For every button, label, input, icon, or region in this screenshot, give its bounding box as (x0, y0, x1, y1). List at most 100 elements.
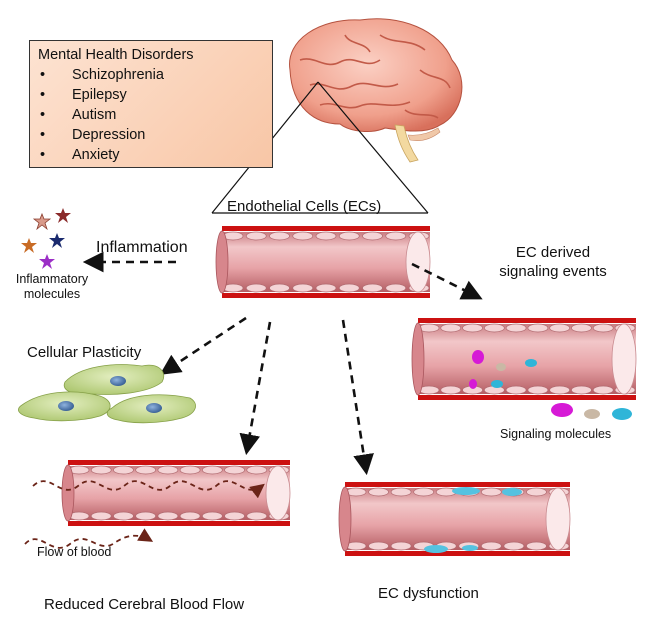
reduced-cerebral-blood-flow-label: Reduced Cerebral Blood Flow (44, 596, 245, 613)
endothelial-cell (224, 465, 245, 475)
vessel-lumen (418, 324, 636, 394)
vessel-inclusion (472, 350, 484, 364)
signaling-molecules-label: Signaling molecules (500, 427, 612, 441)
ec-derived-signaling-label: EC derived signaling events (499, 244, 607, 280)
endothelial-cell (338, 283, 360, 293)
endothelial-cell (224, 511, 245, 521)
endothelial-cell (362, 283, 383, 293)
endothelial-cell (179, 511, 201, 521)
endothelial-cell (549, 385, 571, 395)
vessel-wall-top (222, 226, 430, 231)
vessel-wall-top (345, 482, 570, 487)
vessel-signaling (411, 318, 637, 400)
endothelial-cell (157, 511, 179, 521)
arrow-to-blood-flow (239, 321, 272, 456)
arrow-to-plasticity (159, 316, 247, 375)
vessel-end-left (61, 464, 75, 522)
endothelial-cell (246, 465, 268, 475)
endothelial-cell (135, 465, 157, 475)
endothelial-cell (505, 323, 527, 333)
endothelial-cell (315, 231, 337, 241)
endothelial-cell (385, 231, 407, 241)
endothelial-cell (338, 231, 360, 241)
endothelial-cell (483, 323, 505, 333)
vessel-inclusion (424, 545, 448, 553)
vessel-inclusion (452, 487, 480, 495)
endothelial-cell (90, 511, 112, 521)
endothelial-cell (292, 283, 314, 293)
endothelial-cell (592, 323, 614, 333)
endothelial-cell (385, 283, 407, 293)
vessel-opening (405, 231, 431, 293)
vessel-wall-bottom (345, 551, 570, 556)
endothelial-cell (571, 385, 592, 395)
endothelial-cell (245, 231, 267, 241)
signaling-molecules-icon (551, 403, 632, 420)
list-item: •Depression (40, 127, 146, 143)
endothelial-cell (440, 323, 462, 333)
endothelial-cell (440, 385, 462, 395)
vessel-inclusion (462, 545, 478, 551)
vessel-lumen (345, 488, 570, 550)
arrow-to-dysfunction (341, 319, 374, 476)
vessel-end-left (215, 230, 229, 294)
endothelial-cell (269, 231, 290, 241)
endothelial-cell (503, 541, 525, 551)
vessel-inclusion (525, 359, 537, 367)
brain-illustration (289, 18, 463, 163)
endothelial-cell (527, 323, 549, 333)
endothelial-cell (113, 465, 134, 475)
list-item: •Autism (40, 107, 117, 123)
vessel-wall-bottom (418, 395, 636, 400)
endothelial-cell (135, 511, 157, 521)
list-item: •Epilepsy (40, 87, 127, 103)
endothelial-cell (505, 385, 527, 395)
vessel-inclusion (502, 488, 522, 496)
endothelial-cell (368, 487, 389, 497)
vessel-inclusion (496, 363, 506, 371)
endothelial-cell (201, 465, 223, 475)
endothelial-cell (201, 511, 223, 521)
endothelial-cell (390, 487, 412, 497)
plastic-cells-illustration (18, 364, 196, 424)
vessel-end-left (338, 486, 352, 552)
list-item: •Anxiety (40, 147, 120, 163)
ec-dysfunction-label: EC dysfunction (378, 585, 479, 602)
endothelial-cell (527, 385, 549, 395)
endothelial-cell (526, 487, 547, 497)
vessel-lumen (222, 232, 430, 292)
vessel-dysfunction (338, 482, 571, 556)
vessel-wall-bottom (222, 293, 430, 298)
vessel-opening (611, 323, 637, 395)
endothelial-cell (368, 541, 389, 551)
endothelial-cell (362, 231, 383, 241)
endothelial-cell (157, 465, 179, 475)
endothelial-cell (315, 283, 337, 293)
endothelial-cell (269, 283, 290, 293)
endothelial-cell (526, 541, 547, 551)
endothelial-cell (292, 231, 314, 241)
endothelial-cell (413, 487, 435, 497)
vessel-inclusion (491, 380, 503, 388)
cellular-plasticity-label: Cellular Plasticity (27, 344, 142, 361)
endothelial-cell (113, 511, 134, 521)
vessel-blood-flow (61, 460, 291, 526)
vessel-wall-bottom (68, 521, 290, 526)
endothelial-cell (571, 323, 592, 333)
vessel-opening (545, 487, 571, 551)
endothelial-cell (480, 487, 502, 497)
endothelial-cell (592, 385, 614, 395)
vessel-main (215, 226, 431, 298)
vessel-wall-top (68, 460, 290, 465)
endothelial-cell (246, 511, 268, 521)
vessel-end-left (411, 322, 425, 396)
disorders-title: Mental Health Disorders (38, 47, 194, 63)
disorders-list: •Schizophrenia •Epilepsy •Autism •Depres… (38, 65, 264, 165)
mental-health-disorders-box: Mental Health Disorders •Schizophrenia •… (29, 40, 273, 168)
endothelial-cell (90, 465, 112, 475)
inflammation-label: Inflammation (96, 239, 188, 256)
endothelial-cells-label: Endothelial Cells (ECs) (227, 198, 382, 215)
vessel-inclusion (469, 379, 477, 389)
inflammatory-molecules-label: Inflammatory molecules (15, 272, 89, 301)
